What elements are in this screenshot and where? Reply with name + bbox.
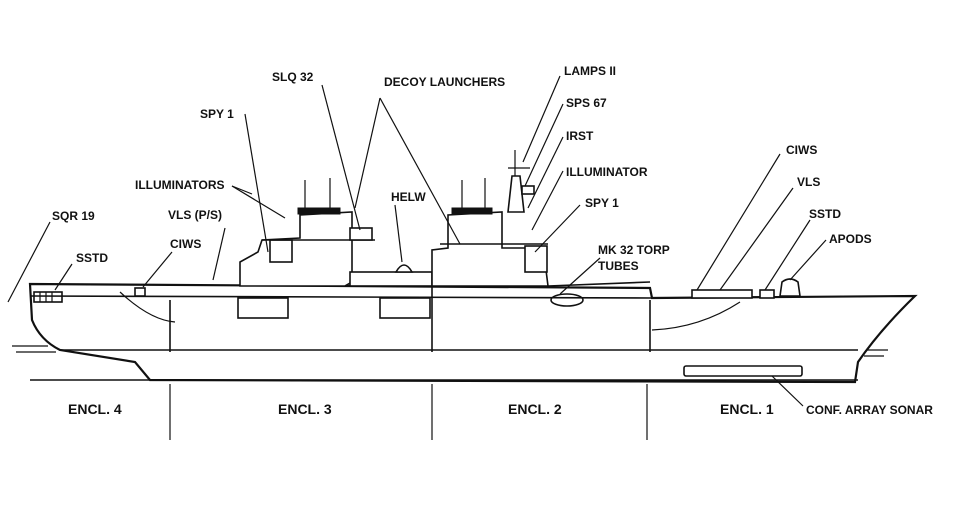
- label-helw: HELW: [391, 190, 426, 204]
- hull: [28, 282, 918, 384]
- label-vls-ps: VLS (P/S): [168, 208, 222, 222]
- weapons: [134, 264, 801, 299]
- label-encl-2: ENCL. 2: [508, 401, 562, 417]
- label-spy1-aft: SPY 1: [200, 107, 234, 121]
- label-irst: IRST: [566, 129, 594, 143]
- label-encl-3: ENCL. 3: [278, 401, 332, 417]
- label-encl-1: ENCL. 1: [720, 401, 774, 417]
- label-mk32-line1: MK 32 TORP: [598, 243, 670, 257]
- label-vls-fwd: VLS: [797, 175, 820, 189]
- label-ciws-fwd: CIWS: [786, 143, 817, 157]
- label-illuminators: ILLUMINATORS: [135, 178, 225, 192]
- component-labels: SQR 19 SSTD CIWS VLS (P/S) ILLUMINATORS …: [52, 64, 933, 417]
- label-conf-array-sonar: CONF. ARRAY SONAR: [806, 403, 933, 417]
- label-ciws-aft: CIWS: [170, 237, 201, 251]
- label-decoy-launchers: DECOY LAUNCHERS: [384, 75, 505, 89]
- enclosure-labels: ENCL. 4 ENCL. 3 ENCL. 2 ENCL. 1: [68, 401, 774, 417]
- label-illuminator: ILLUMINATOR: [566, 165, 648, 179]
- enclosure-dividers: [30, 379, 858, 440]
- label-spy1-fwd: SPY 1: [585, 196, 619, 210]
- label-lamps: LAMPS II: [564, 64, 616, 78]
- aft-deckhouse: [237, 178, 433, 319]
- label-sps67: SPS 67: [566, 96, 607, 110]
- label-apods: APODS: [829, 232, 872, 246]
- label-encl-4: ENCL. 4: [68, 401, 122, 417]
- forward-deckhouse: [431, 150, 651, 307]
- label-sqr19: SQR 19: [52, 209, 95, 223]
- label-slq32: SLQ 32: [272, 70, 314, 84]
- label-sstd-fwd: SSTD: [809, 207, 841, 221]
- leader-lines: [7, 75, 827, 407]
- label-mk32-line2: TUBES: [598, 259, 639, 273]
- label-sstd-aft: SSTD: [76, 251, 108, 265]
